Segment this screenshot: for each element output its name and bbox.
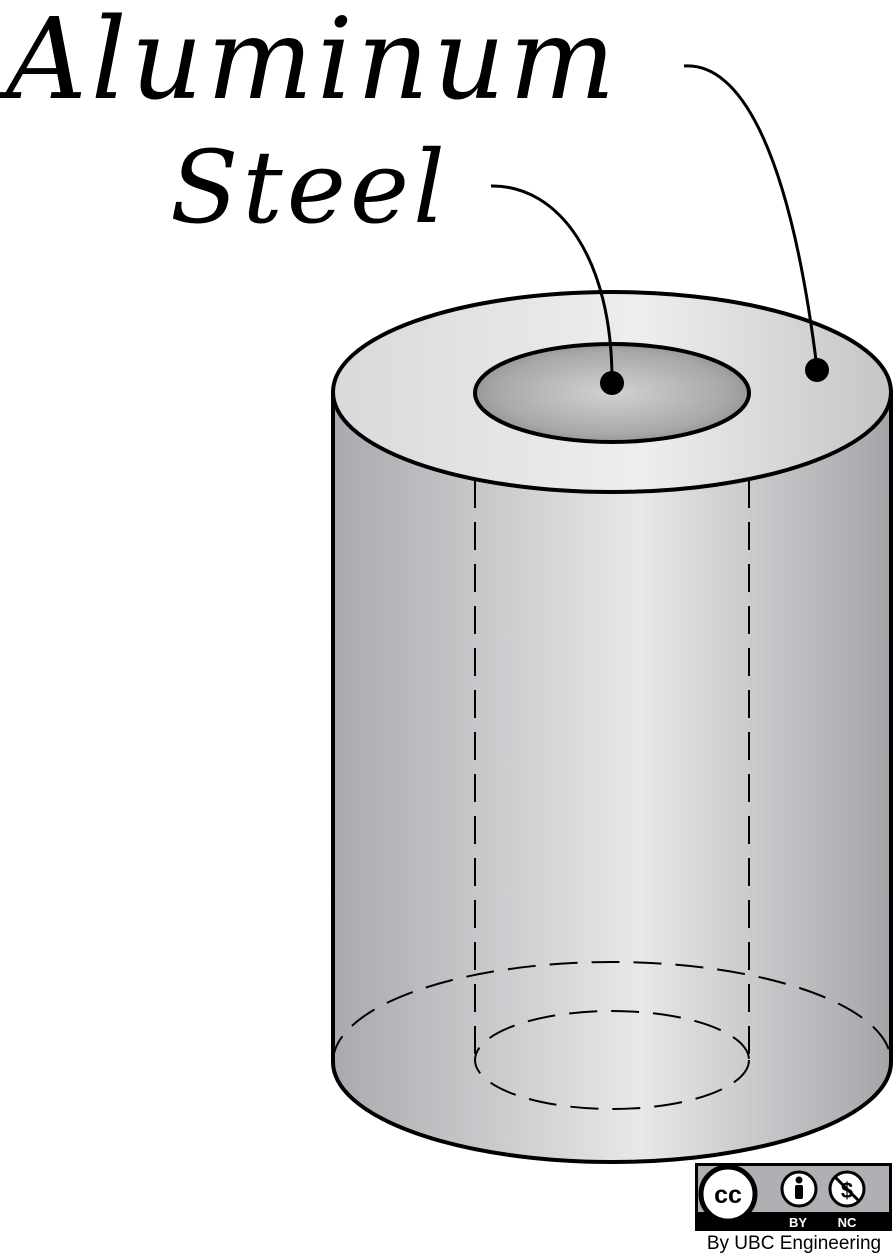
nc-badge-text: NC bbox=[838, 1215, 857, 1230]
attribution-person-icon bbox=[780, 1170, 818, 1208]
cc-by-nc-badge: cc $ BY NC bbox=[695, 1163, 892, 1231]
steel-leader-line bbox=[490, 184, 614, 381]
steel-label: Steel bbox=[170, 129, 450, 246]
creative-commons-icon: cc bbox=[698, 1164, 758, 1224]
aluminum-leader-dot bbox=[805, 358, 829, 382]
aluminum-leader-line bbox=[683, 64, 819, 369]
attribution-credit: By UBC Engineering bbox=[706, 1233, 882, 1254]
hidden-bottom-outer-edge bbox=[332, 961, 892, 1063]
cc-badge-text: cc bbox=[714, 1181, 742, 1209]
aluminum-cylinder-body bbox=[331, 390, 893, 1164]
hidden-steel-core-bottom bbox=[474, 1010, 750, 1110]
aluminum-label: Aluminum bbox=[6, 0, 620, 125]
by-badge-text: BY bbox=[789, 1215, 807, 1230]
steel-leader-dot bbox=[600, 371, 624, 395]
non-commercial-dollar-icon: $ bbox=[828, 1170, 866, 1208]
